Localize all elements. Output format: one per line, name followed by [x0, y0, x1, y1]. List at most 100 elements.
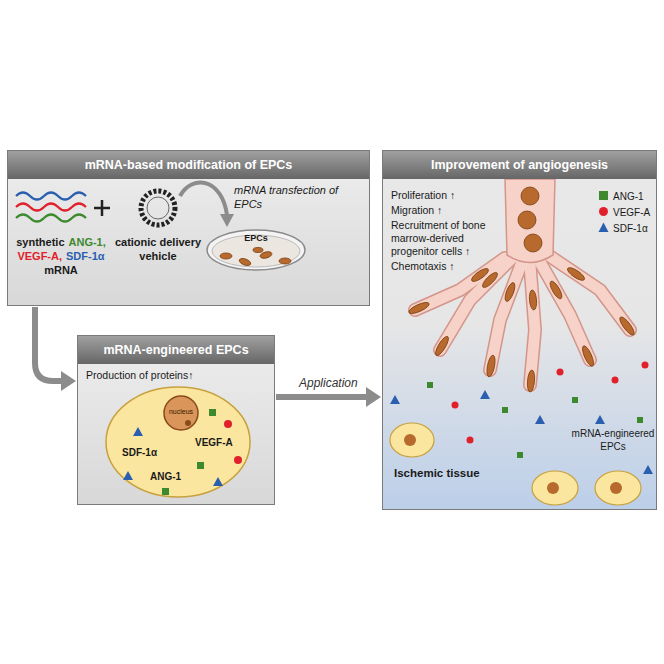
- tissue-proteins-part: [452, 402, 459, 409]
- blood-vessel-part-part: [530, 265, 535, 385]
- blood-vessel: [415, 179, 630, 385]
- text-label: EPCs: [206, 233, 306, 244]
- tissue-cells-part: [404, 434, 416, 446]
- text-label: VEGF-A: [195, 437, 233, 450]
- tissue-cells-part: [532, 471, 578, 505]
- nucleolus: [185, 420, 191, 426]
- endothelial-cells-part: [408, 300, 431, 315]
- legend-text: SDF-1α: [613, 223, 648, 234]
- blood-vessel-part-part: [540, 262, 590, 360]
- endothelial-cells-part: [503, 281, 517, 302]
- endothelial-cells-part: [580, 345, 595, 368]
- legend-swatch: [598, 190, 609, 201]
- edge-label: Application: [299, 376, 358, 391]
- cell-proteins-part: [197, 462, 204, 469]
- text-label: ANG-1: [150, 471, 181, 484]
- endothelial-cells-part: [470, 266, 490, 283]
- plus-sign: [94, 200, 110, 216]
- tissue-proteins-part: [517, 452, 523, 458]
- tissue-proteins-part: [502, 407, 508, 413]
- legend-shape: [599, 223, 609, 233]
- delivery-vehicle-part: [141, 191, 175, 225]
- label-line: VEGF-A,SDF-1α: [8, 250, 114, 264]
- cell-proteins-part: [213, 477, 223, 486]
- mrna-strands-part: [16, 204, 86, 211]
- endothelial-cells-part: [518, 211, 536, 229]
- cell-proteins-part: [209, 409, 216, 416]
- tissue-proteins-part: [467, 437, 474, 444]
- legend-shape: [599, 191, 608, 200]
- endothelial-cells-part: [521, 187, 539, 205]
- cell-proteins-part: [234, 456, 242, 464]
- tissue-cells-part: [595, 471, 641, 505]
- dish-cells-part: [220, 253, 232, 259]
- legend-swatch: [598, 222, 609, 233]
- tissue-proteins-part: [642, 362, 649, 369]
- tissue-proteins-part: [535, 415, 545, 424]
- dish-cells: [220, 248, 291, 267]
- text-label: SDF-1α: [122, 447, 157, 460]
- dish-rim: [207, 230, 305, 270]
- panel-heading: mRNA-engineered EPCs: [78, 336, 274, 364]
- flow-arrow: [35, 307, 76, 391]
- panel-heading: mRNA-based modification of EPCs: [8, 151, 369, 179]
- legend-row: VEGF-A: [598, 206, 650, 220]
- tissue-proteins-part: [643, 465, 653, 474]
- tissue-proteins-part: [612, 377, 619, 384]
- label-line: mRNA: [8, 264, 114, 278]
- text-label: Ischemic tissue: [394, 466, 480, 480]
- legend-text: VEGF-A: [613, 207, 650, 218]
- delivery-vehicle: [141, 191, 175, 225]
- text-label: Chemotaxis ↑: [391, 260, 503, 273]
- arrow-head: [366, 387, 381, 407]
- cell-proteins: [123, 409, 242, 495]
- endothelial-cells-part: [618, 315, 637, 337]
- tissue-proteins-part: [572, 397, 578, 403]
- endothelial-cells-part: [566, 266, 586, 283]
- endothelial-cells: [408, 187, 637, 392]
- tissue-proteins-part: [557, 369, 564, 376]
- plus-sign-part: [94, 207, 110, 210]
- text-label: Migration ↑: [391, 204, 503, 217]
- blood-vessel-part-part: [548, 255, 630, 330]
- tissue-proteins-part: [637, 417, 643, 423]
- text-label: Recruitment of bone marrow-derived proge…: [391, 219, 503, 258]
- text-label: cationic delivery vehicle: [110, 236, 206, 264]
- nucleus-circle: nucleus: [163, 395, 199, 431]
- mrna-strands-part: [16, 215, 86, 222]
- text-label: mRNA-engineered EPCs: [570, 428, 656, 453]
- cell-proteins-part: [133, 427, 143, 436]
- endothelial-cells-part: [485, 355, 496, 378]
- transfection-arrow: [180, 183, 234, 227]
- legend-row: ANG-1: [598, 190, 644, 204]
- cell-proteins-part: [123, 471, 133, 480]
- engineered-cell-part: [106, 387, 250, 497]
- panel-heading: Improvement of angiogenesis: [383, 151, 656, 179]
- dish-cells-part: [279, 258, 291, 264]
- blood-vessel-part-part: [540, 262, 590, 360]
- mrna-label: VEGF-A,: [17, 250, 62, 264]
- tissue-proteins-part: [390, 395, 400, 404]
- arrow-head: [61, 371, 76, 391]
- process-panel: mRNA-based modification of EPCsEPCs: [7, 150, 370, 306]
- legend-text: ANG-1: [613, 191, 644, 202]
- endothelial-cells-part: [527, 370, 536, 393]
- blood-vessel-part: [415, 255, 630, 385]
- legend-swatch: [598, 206, 609, 217]
- mrna-label: mRNA: [44, 264, 78, 278]
- tissue-cells-part: [547, 482, 559, 494]
- cell-proteins-part: [162, 488, 169, 495]
- label-line: syntheticANG-1,: [8, 236, 114, 250]
- endothelial-cells-part: [548, 280, 564, 301]
- blood-vessel-part: [415, 255, 630, 385]
- endothelial-cells-part: [524, 234, 542, 252]
- blood-vessel-part: [505, 179, 555, 263]
- tissue-proteins: [390, 362, 653, 475]
- tissue-proteins-part: [427, 382, 433, 388]
- dish-cells-part: [238, 257, 251, 267]
- endothelial-cells-part: [433, 335, 450, 357]
- text-label: Production of proteins↑: [86, 369, 268, 382]
- text-label: Proliferation ↑: [391, 189, 503, 202]
- blood-vessel-part-part: [530, 265, 535, 385]
